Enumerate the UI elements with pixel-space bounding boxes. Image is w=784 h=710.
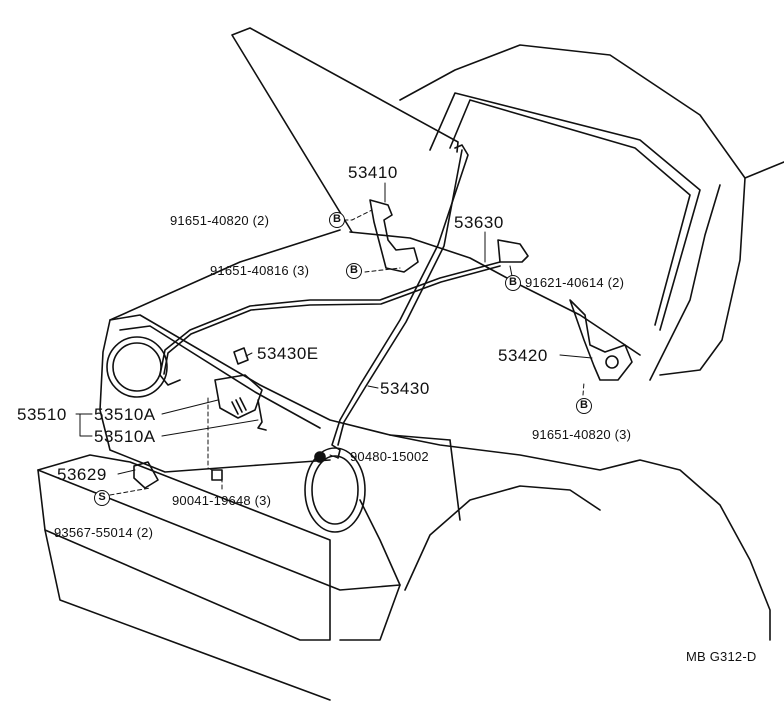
fender: [389, 434, 771, 641]
label-53630: 53630: [454, 213, 504, 232]
label-91651-40816-3: 91651-40816 (3): [210, 263, 310, 278]
windshield-frame: [429, 92, 701, 331]
windshield-inner: [449, 99, 691, 326]
hinge-right-pivot: [605, 355, 619, 369]
label-53510: 53510: [17, 405, 67, 424]
cab-side: [659, 177, 746, 376]
label-53629: 53629: [57, 465, 107, 484]
hood-front-edge-2: [119, 325, 321, 429]
bumper-face: [44, 529, 331, 701]
bolt-b-callout: B: [505, 275, 521, 291]
label-53430E: 53430E: [257, 344, 319, 363]
headlight-right: [304, 447, 366, 533]
bumper: [37, 454, 331, 641]
release-cable-2: [163, 265, 501, 375]
label-91621-40614-2: 91621-40614 (2): [525, 275, 625, 290]
release-cable: [159, 261, 501, 386]
label-91651-40820-2: 91651-40820 (2): [170, 213, 270, 228]
label-53420: 53420: [498, 346, 548, 365]
hood-front-edge: [109, 314, 451, 441]
cab-outline: [399, 44, 784, 179]
cable-bracket: [497, 239, 529, 263]
label-90041-19648-3: 90041-19648 (3): [172, 493, 272, 508]
label-53510A-upper: 53510A: [94, 405, 156, 424]
support-rod: [331, 144, 469, 459]
a-pillar: [649, 184, 721, 381]
fender-2: [339, 499, 401, 641]
hinge-right: [569, 299, 633, 381]
bolt-b-callout: B: [329, 212, 345, 228]
headlight-left: [106, 336, 168, 398]
lock-spring: [231, 397, 247, 415]
label-53410: 53410: [348, 163, 398, 182]
grommet-90480: [314, 451, 326, 463]
bumper-top: [37, 469, 401, 591]
label-53430: 53430: [380, 379, 430, 398]
front-body: [99, 229, 341, 473]
support-rod-2: [337, 149, 463, 446]
hinge-left: [369, 199, 419, 273]
bolt-b-callout: B: [576, 398, 592, 414]
label-53510A-lower: 53510A: [94, 427, 156, 446]
hood-support-pad: [133, 461, 159, 489]
rod-clip: [233, 347, 249, 365]
hood-panel: [231, 27, 459, 233]
label-93567-55014-2: 93567-55014 (2): [54, 525, 154, 540]
cowl-line: [349, 231, 641, 356]
hood-lock: [214, 374, 263, 419]
headlight-right-inner: [311, 455, 359, 525]
bolt-90041: [211, 469, 223, 481]
headlight-left-inner: [112, 342, 162, 392]
label-90480-15002: 90480-15002: [350, 449, 429, 464]
bolt-b-callout: B: [346, 263, 362, 279]
lock-spring-2: [257, 399, 267, 431]
diagram-reference-code: MB G312-D: [686, 649, 757, 664]
screw-s-callout: S: [94, 490, 110, 506]
label-91651-40820-3: 91651-40820 (3): [532, 427, 632, 442]
